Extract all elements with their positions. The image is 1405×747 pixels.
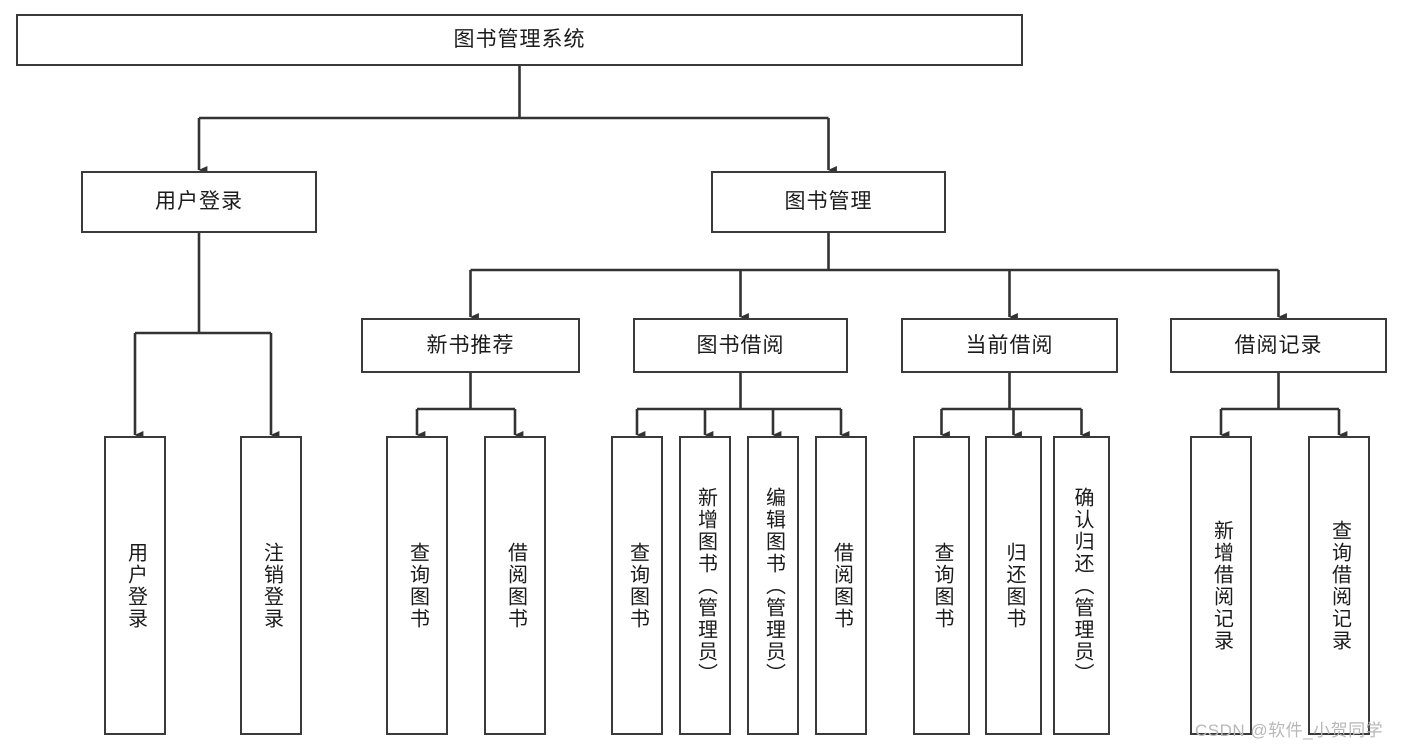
node-leaf-borrow-1: 查询图书 (611, 436, 663, 735)
node-bookmgmt: 图书管理 (711, 171, 946, 233)
node-label: 借阅记录 (1234, 333, 1323, 357)
node-leaf-cur-3: 确认归还（管理员） (1053, 436, 1110, 735)
node-label: 用户登录 (155, 190, 243, 214)
node-leaf-new-1: 查询图书 (386, 436, 448, 735)
node-leaf-borrow-2: 新增图书（管理员） (679, 436, 731, 735)
node-leaf-cur-2: 归还图书 (985, 436, 1042, 735)
node-label: 新增图书（管理员） (694, 486, 717, 685)
node-newbook: 新书推荐 (361, 318, 580, 373)
node-records: 借阅记录 (1170, 318, 1387, 373)
node-current: 当前借阅 (901, 318, 1118, 373)
node-leaf-new-2: 借阅图书 (484, 436, 546, 735)
node-label: 新增借阅记录 (1210, 519, 1233, 652)
node-borrow: 图书借阅 (633, 318, 848, 373)
node-leaf-login-2: 注销登录 (240, 436, 302, 735)
node-label: 图书管理系统 (453, 28, 586, 52)
node-label: 归还图书 (1003, 541, 1025, 630)
node-label: 当前借阅 (965, 333, 1054, 357)
node-label: 新书推荐 (426, 333, 515, 357)
node-label: 编辑图书（管理员） (762, 486, 785, 685)
node-root: 图书管理系统 (16, 14, 1023, 66)
node-label: 查询借阅记录 (1328, 519, 1351, 652)
node-label: 借阅图书 (830, 541, 853, 630)
node-label: 查询图书 (931, 541, 953, 630)
node-leaf-rec-2: 查询借阅记录 (1308, 436, 1370, 735)
node-label: 确认归还（管理员） (1071, 486, 1093, 685)
node-label: 查询图书 (626, 541, 649, 630)
node-label: 注销登录 (260, 541, 283, 630)
node-leaf-cur-1: 查询图书 (913, 436, 970, 735)
node-leaf-borrow-4: 借阅图书 (815, 436, 867, 735)
node-leaf-login-1: 用户登录 (104, 436, 166, 735)
node-leaf-borrow-3: 编辑图书（管理员） (747, 436, 799, 735)
node-label: 图书借阅 (696, 333, 785, 357)
node-label: 借阅图书 (504, 541, 527, 630)
node-leaf-rec-1: 新增借阅记录 (1190, 436, 1252, 735)
node-label: 查询图书 (406, 541, 429, 630)
node-login: 用户登录 (81, 171, 317, 233)
watermark-label: CSDN @软件_小贺同学 (1195, 721, 1384, 740)
node-label: 用户登录 (124, 541, 147, 630)
node-label: 图书管理 (784, 190, 873, 214)
